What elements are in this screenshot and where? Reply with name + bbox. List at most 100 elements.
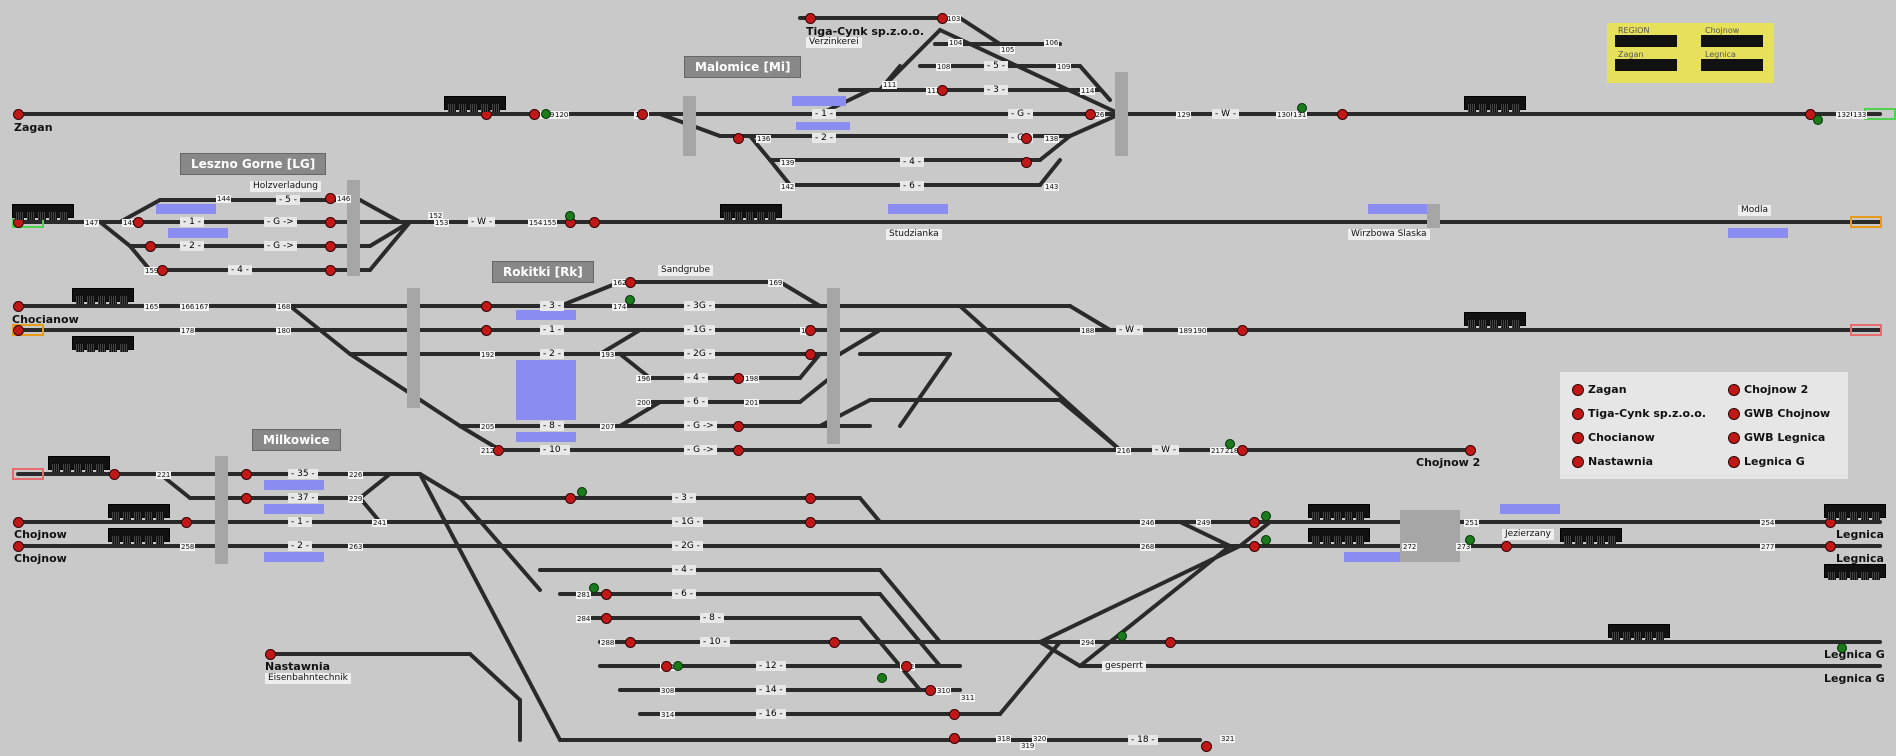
track-label[interactable]: - 14 - xyxy=(756,685,786,695)
signal-light-green[interactable] xyxy=(1261,535,1271,545)
signal-light[interactable] xyxy=(1237,325,1248,336)
signal-number[interactable]: 153 xyxy=(434,219,450,227)
track-label[interactable]: - 8 - xyxy=(700,613,724,623)
signal-number[interactable]: 207 xyxy=(600,423,616,431)
signal-light[interactable] xyxy=(805,325,816,336)
signal-light[interactable] xyxy=(1021,133,1032,144)
region-display-panel[interactable] xyxy=(1701,59,1763,71)
track-label[interactable]: - 4 - xyxy=(684,373,708,383)
signal-light[interactable] xyxy=(13,109,24,120)
signal-light[interactable] xyxy=(241,493,252,504)
track-label[interactable]: - 1G - xyxy=(684,325,715,335)
signal-light[interactable] xyxy=(265,649,276,660)
signal-light[interactable] xyxy=(925,685,936,696)
legend-item[interactable]: Zagan xyxy=(1588,383,1627,396)
signal-light[interactable] xyxy=(1201,741,1212,752)
signal-number[interactable]: 205 xyxy=(480,423,496,431)
signal-number[interactable]: 246 xyxy=(1140,519,1156,527)
signal-number[interactable]: 221 xyxy=(156,471,172,479)
signal-number[interactable]: 154 xyxy=(528,219,544,227)
track-label[interactable]: - G - xyxy=(1008,109,1034,119)
signal-light[interactable] xyxy=(493,445,504,456)
signal-light[interactable] xyxy=(733,421,744,432)
track-label[interactable]: - 2G - xyxy=(672,541,703,551)
track-label[interactable]: - 4 - xyxy=(228,265,252,275)
track-label[interactable]: - 2 - xyxy=(180,241,204,251)
signal-number[interactable]: 311 xyxy=(960,694,976,702)
legend-item[interactable]: GWB Chojnow xyxy=(1744,407,1831,420)
signal-number[interactable]: 241 xyxy=(372,519,388,527)
station-zagan[interactable]: Zagan xyxy=(14,121,53,134)
track-label[interactable]: - 2 - xyxy=(540,349,564,359)
station-legnica-g[interactable]: Legnica G xyxy=(1824,672,1885,685)
signal-number[interactable]: 159 xyxy=(144,267,160,275)
signal-light-green[interactable] xyxy=(1813,115,1823,125)
track-label[interactable]: - 6 - xyxy=(900,181,924,191)
signal-number[interactable]: 138 xyxy=(1044,135,1060,143)
signal-light[interactable] xyxy=(1165,637,1176,648)
signal-number[interactable]: 294 xyxy=(1080,639,1096,647)
legend-item[interactable]: Legnica G xyxy=(1744,455,1805,468)
signal-light-green[interactable] xyxy=(625,295,635,305)
signal-light[interactable] xyxy=(625,277,636,288)
signal-number[interactable]: 273 xyxy=(1456,543,1472,551)
signal-light-green[interactable] xyxy=(541,109,551,119)
track-label[interactable]: - 1 - xyxy=(812,109,836,119)
track-label[interactable]: - G -> xyxy=(264,217,297,227)
signal-light[interactable] xyxy=(1501,541,1512,552)
signal-light[interactable] xyxy=(325,265,336,276)
signal-number[interactable]: 212 xyxy=(480,447,496,455)
region-display-panel[interactable] xyxy=(1615,59,1677,71)
signal-number[interactable]: 166 xyxy=(180,303,196,311)
station-nastawnia[interactable]: Nastawnia xyxy=(265,660,331,673)
legend-item[interactable]: Nastawnia xyxy=(1588,455,1654,468)
track-label[interactable]: - 12 - xyxy=(756,661,786,671)
signal-light-green[interactable] xyxy=(1225,439,1235,449)
signal-light[interactable] xyxy=(529,109,540,120)
signal-number[interactable]: 321 xyxy=(1220,735,1236,743)
signal-number[interactable]: 155 xyxy=(542,219,558,227)
signal-light[interactable] xyxy=(13,301,24,312)
track-label[interactable]: - 3 - xyxy=(984,85,1008,95)
signal-number[interactable]: 218 xyxy=(1224,447,1240,455)
track-label[interactable]: - 1G - xyxy=(672,517,703,527)
signal-number[interactable]: 254 xyxy=(1760,519,1776,527)
signal-number[interactable]: 133 xyxy=(1852,111,1868,119)
track-label[interactable]: - 10 - xyxy=(540,445,570,455)
signal-number[interactable]: 272 xyxy=(1402,543,1418,551)
signal-light-green[interactable] xyxy=(877,673,887,683)
signal-number[interactable]: 277 xyxy=(1760,543,1776,551)
track-label[interactable]: - 6 - xyxy=(672,589,696,599)
signal-number[interactable]: 169 xyxy=(768,279,784,287)
track-label[interactable]: - W - xyxy=(1212,109,1240,119)
signal-number[interactable]: 152 xyxy=(428,212,444,220)
signal-number[interactable]: 268 xyxy=(1140,543,1156,551)
signal-number[interactable]: 217 xyxy=(1210,447,1226,455)
track-label[interactable]: - G -> xyxy=(264,241,297,251)
signal-number[interactable]: 106 xyxy=(1044,39,1060,47)
legend-item[interactable]: Tiga-Cynk sp.z.o.o. xyxy=(1588,407,1707,420)
station-tiga-cynk[interactable]: Tiga-Cynk sp.z.o.o. xyxy=(806,25,925,38)
track-label[interactable]: - 3 - xyxy=(540,301,564,311)
signal-number[interactable]: 318 xyxy=(996,735,1012,743)
signal-number[interactable]: 189 xyxy=(1178,327,1194,335)
signal-light[interactable] xyxy=(1237,445,1248,456)
signal-number[interactable]: 126 xyxy=(1090,111,1106,119)
signal-number[interactable]: 174 xyxy=(612,303,628,311)
track-label[interactable]: - 8 - xyxy=(540,421,564,431)
track-label[interactable]: - G - xyxy=(1008,133,1034,143)
track-label[interactable]: - 1 - xyxy=(288,517,312,527)
station-chojnow-2[interactable]: Chojnow 2 xyxy=(1416,456,1481,469)
track-label[interactable]: - 1 - xyxy=(540,325,564,335)
track-label[interactable]: - 1 - xyxy=(180,217,204,227)
track-label[interactable]: - 37 - xyxy=(288,493,318,503)
signal-number[interactable]: 281 xyxy=(576,591,592,599)
signal-number[interactable]: 108 xyxy=(936,63,952,71)
signal-light[interactable] xyxy=(325,241,336,252)
signal-number[interactable]: 310 xyxy=(936,687,952,695)
signal-light[interactable] xyxy=(637,109,648,120)
track-label[interactable]: - 2 - xyxy=(812,133,836,143)
signal-number[interactable]: 143 xyxy=(1044,183,1060,191)
signal-light[interactable] xyxy=(325,193,336,204)
station-legnica-g[interactable]: Legnica G xyxy=(1824,648,1885,661)
